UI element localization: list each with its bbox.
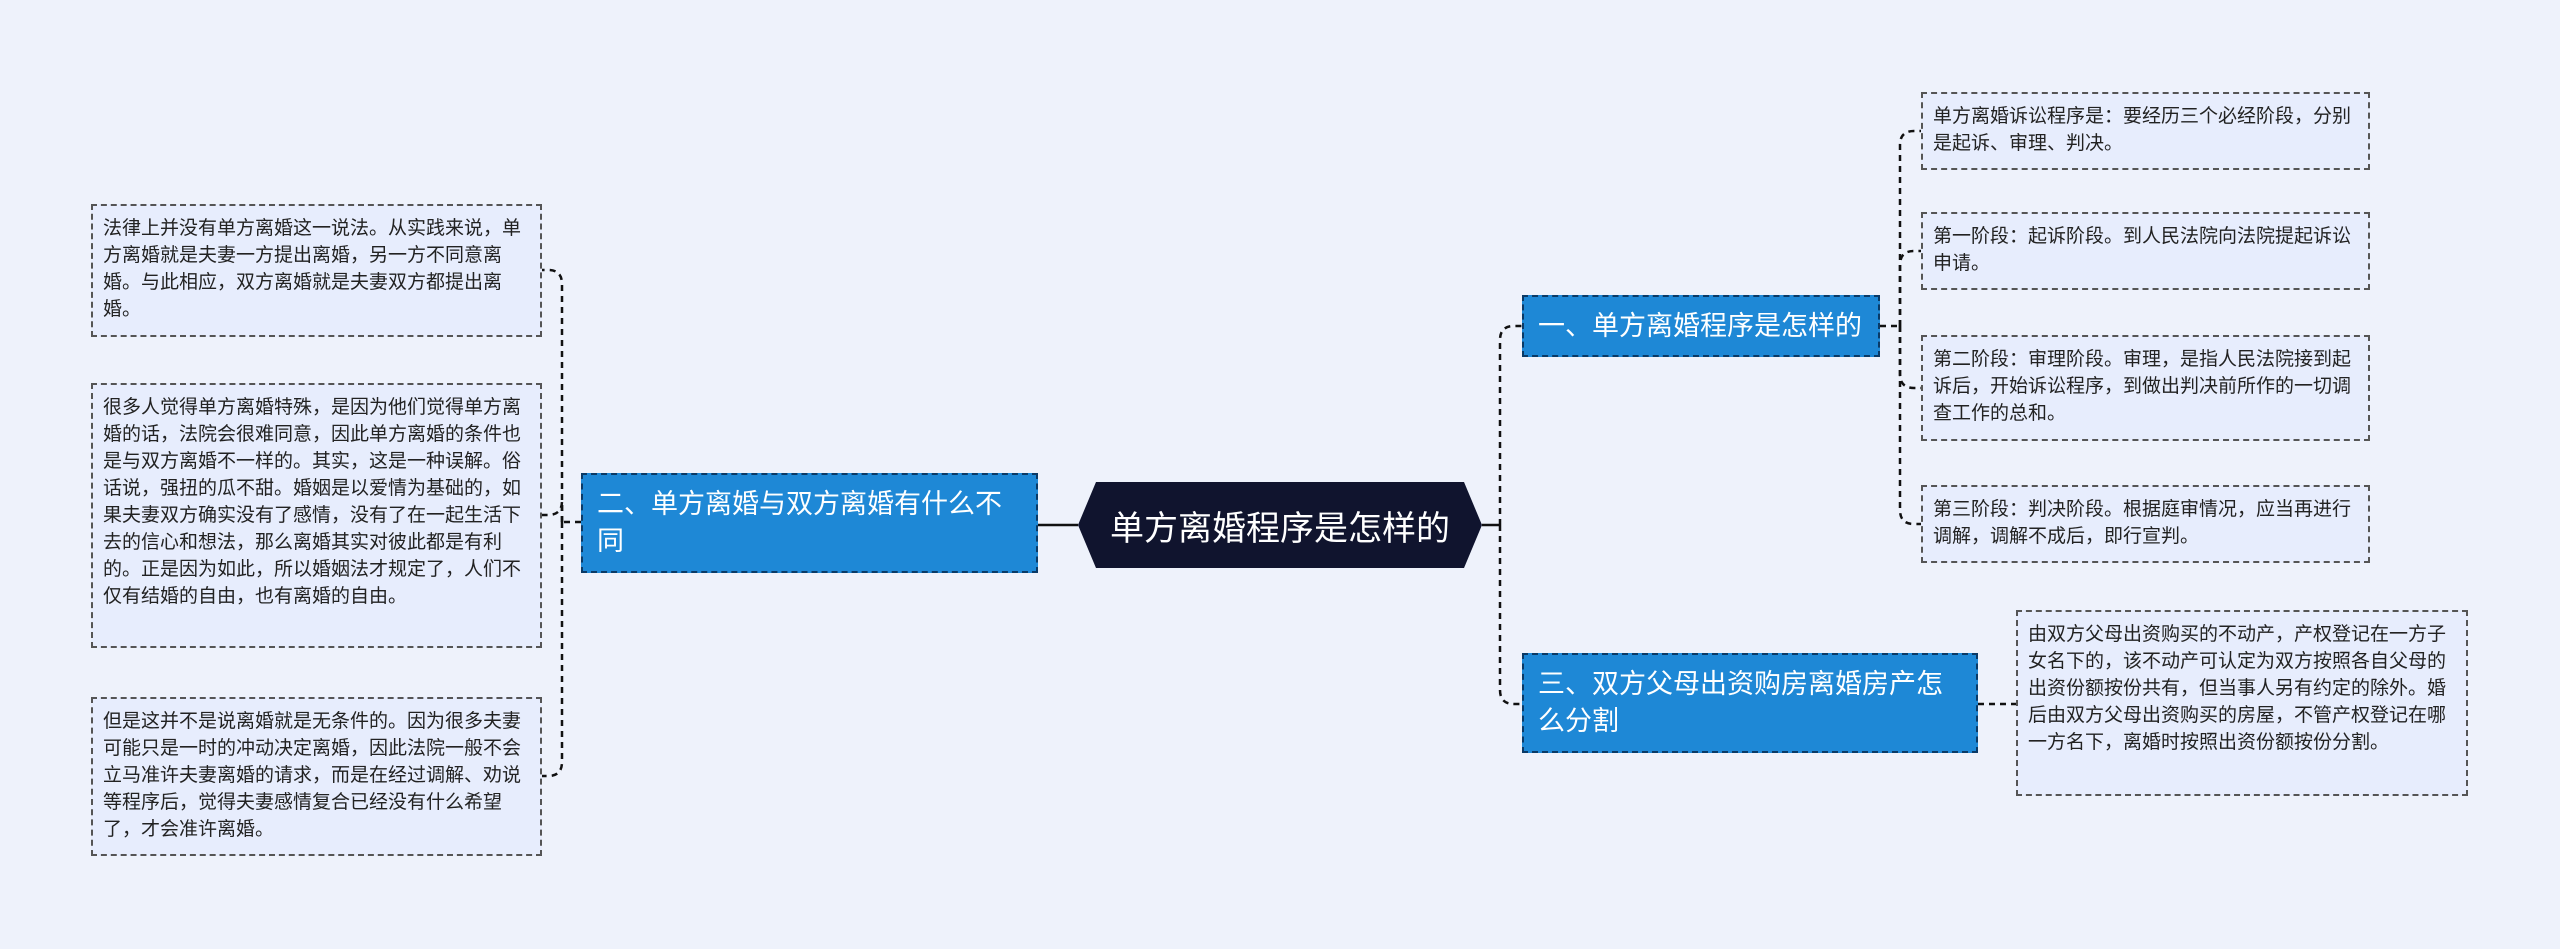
leaf-text: 单方离婚诉讼程序是：要经历三个必经阶段，分别是起诉、审理、判决。 [1933,105,2352,154]
branch-procedure[interactable]: 一、单方离婚程序是怎样的 [1522,295,1880,357]
branch-label: 一、单方离婚程序是怎样的 [1538,310,1862,342]
leaf-text: 但是这并不是说离婚就是无条件的。因为很多夫妻可能只是一时的冲动决定离婚，因此法院… [103,710,522,840]
leaf-stage-judgment[interactable]: 第三阶段：判决阶段。根据庭审情况，应当再进行调解，调解不成后，即行宣判。 [1921,485,2370,563]
branch-property-division[interactable]: 三、双方父母出资购房离婚房产怎么分割 [1522,653,1978,753]
leaf-text: 很多人觉得单方离婚特殊，是因为他们觉得单方离婚的话，法院会很难同意，因此单方离婚… [103,396,522,607]
leaf-parent-funded-property[interactable]: 由双方父母出资购买的不动产，产权登记在一方子女名下的，该不动产可认定为双方按照各… [2016,610,2468,796]
leaf-common-misconception[interactable]: 很多人觉得单方离婚特殊，是因为他们觉得单方离婚的话，法院会很难同意，因此单方离婚… [91,383,542,648]
leaf-text: 由双方父母出资购买的不动产，产权登记在一方子女名下的，该不动产可认定为双方按照各… [2028,623,2447,753]
branch-difference[interactable]: 二、单方离婚与双方离婚有什么不同 [581,473,1038,573]
leaf-text: 第二阶段：审理阶段。审理，是指人民法院接到起诉后，开始诉讼程序，到做出判决前所作… [1933,348,2352,424]
leaf-text: 法律上并没有单方离婚这一说法。从实践来说，单方离婚就是夫妻一方提出离婚，另一方不… [103,217,522,320]
leaf-no-unilateral-divorce[interactable]: 法律上并没有单方离婚这一说法。从实践来说，单方离婚就是夫妻一方提出离婚，另一方不… [91,204,542,337]
leaf-stage-trial[interactable]: 第二阶段：审理阶段。审理，是指人民法院接到起诉后，开始诉讼程序，到做出判决前所作… [1921,335,2370,441]
leaf-text: 第三阶段：判决阶段。根据庭审情况，应当再进行调解，调解不成后，即行宣判。 [1933,498,2352,547]
leaf-procedure-overview[interactable]: 单方离婚诉讼程序是：要经历三个必经阶段，分别是起诉、审理、判决。 [1921,92,2370,170]
leaf-text: 第一阶段：起诉阶段。到人民法院向法院提起诉讼申请。 [1933,225,2352,274]
branch-label: 二、单方离婚与双方离婚有什么不同 [597,489,1002,557]
central-topic-label: 单方离婚程序是怎样的 [1110,508,1450,549]
leaf-stage-filing[interactable]: 第一阶段：起诉阶段。到人民法院向法院提起诉讼申请。 [1921,212,2370,290]
leaf-not-unconditional[interactable]: 但是这并不是说离婚就是无条件的。因为很多夫妻可能只是一时的冲动决定离婚，因此法院… [91,697,542,856]
central-topic[interactable]: 单方离婚程序是怎样的 [1078,482,1482,568]
branch-label: 三、双方父母出资购房离婚房产怎么分割 [1538,669,1943,737]
